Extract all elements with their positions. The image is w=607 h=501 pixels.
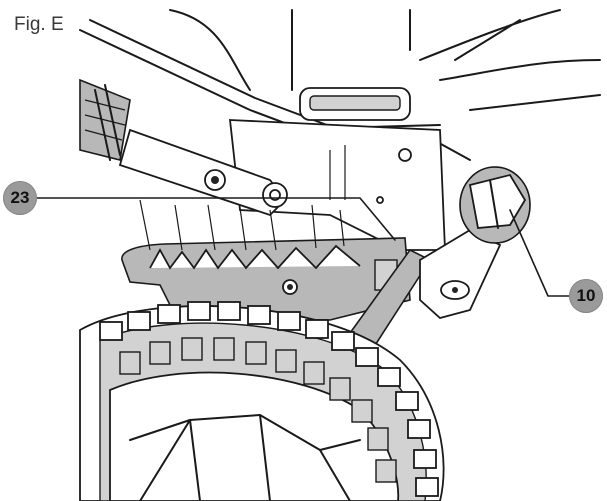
linkage-arms bbox=[118, 128, 288, 217]
left-hub bbox=[79, 78, 131, 161]
wheel bbox=[79, 301, 445, 501]
leader-lines bbox=[36, 197, 570, 297]
callout-23: 23 bbox=[3, 181, 37, 215]
frame-lines bbox=[79, 9, 601, 161]
callout-10: 10 bbox=[569, 279, 603, 313]
adjust-lever bbox=[343, 166, 531, 351]
height-adjust-plate bbox=[121, 199, 411, 321]
figure-label: Fig. E bbox=[14, 14, 64, 35]
